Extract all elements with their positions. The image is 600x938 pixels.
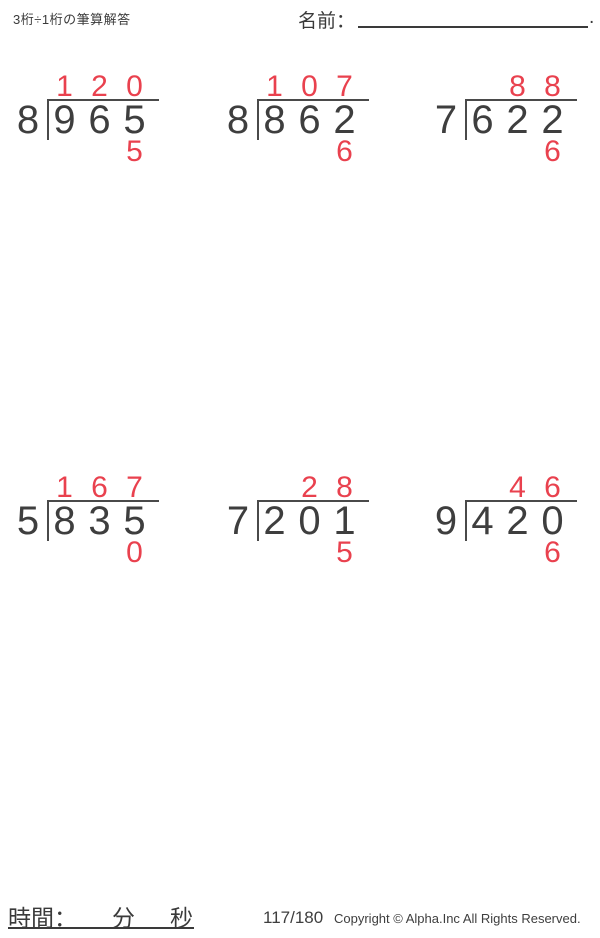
divisor-digit: 8 <box>16 98 40 142</box>
page-number: 117/180 <box>263 908 324 927</box>
quotient-digit: 1 <box>56 70 73 103</box>
dividend-row: 2 0 1 <box>257 499 362 543</box>
dividend-digit: 9 <box>53 98 76 142</box>
dividend-digit: 8 <box>53 499 76 543</box>
time-label: 時間： <box>8 905 77 931</box>
division-bracket-horizontal <box>465 99 577 101</box>
division-bracket-horizontal <box>47 99 159 101</box>
quotient-digit: 8 <box>336 471 353 504</box>
dividend-digit: 0 <box>541 499 564 543</box>
dividend-digit: 2 <box>263 499 286 543</box>
division-bracket-vertical <box>465 99 467 140</box>
quotient-row: 1 2 0 <box>47 70 152 103</box>
name-label: 名前： <box>298 11 356 32</box>
quotient-digit: 6 <box>544 471 561 504</box>
remainder-digit: 6 <box>544 536 561 569</box>
quotient-digit: 0 <box>126 70 143 103</box>
quotient-digit <box>465 474 500 502</box>
worksheet-title: 3桁÷1桁の筆算解答 <box>13 12 131 27</box>
quotient-digit <box>257 474 292 502</box>
division-problem: 1 2 0 8 9 6 5 5 <box>17 70 170 170</box>
divisor-digit: 7 <box>434 98 458 142</box>
division-bracket-vertical <box>47 99 49 140</box>
dividend-row: 4 2 0 <box>465 499 570 543</box>
divisor-digit: 5 <box>16 499 40 543</box>
dividend-digit: 6 <box>298 98 321 142</box>
name-line-period: . <box>589 7 595 28</box>
quotient-digit: 7 <box>336 70 353 103</box>
division-problem: 4 6 9 4 2 0 6 <box>435 471 588 571</box>
dividend-digit: 5 <box>123 499 146 543</box>
divisor-digit: 7 <box>226 499 250 543</box>
remainder-digit: 5 <box>126 135 143 168</box>
remainder-digit: 0 <box>126 536 143 569</box>
dividend-digit: 2 <box>333 98 356 142</box>
dividend-row: 8 6 2 <box>257 98 362 142</box>
dividend-digit: 1 <box>333 499 356 543</box>
remainder-digit: 6 <box>544 135 561 168</box>
division-bracket-horizontal <box>465 500 577 502</box>
quotient-digit <box>465 73 500 101</box>
division-bracket-horizontal <box>257 500 369 502</box>
quotient-digit: 1 <box>266 70 283 103</box>
dividend-digit: 2 <box>506 98 529 142</box>
quotient-row: 2 8 <box>257 471 362 504</box>
dividend-digit: 4 <box>471 499 494 543</box>
dividend-digit: 2 <box>541 98 564 142</box>
dividend-row: 9 6 5 <box>47 98 152 142</box>
quotient-digit: 8 <box>544 70 561 103</box>
dividend-row: 8 3 5 <box>47 499 152 543</box>
quotient-digit: 2 <box>91 70 108 103</box>
dividend-digit: 3 <box>88 499 111 543</box>
copyright-notice: Copyright © Alpha.Inc All Rights Reserve… <box>334 911 581 926</box>
dividend-digit: 5 <box>123 98 146 142</box>
dividend-digit: 8 <box>263 98 286 142</box>
remainder-digit: 6 <box>336 135 353 168</box>
remainder-digit: 5 <box>336 536 353 569</box>
quotient-row: 1 6 7 <box>47 471 152 504</box>
dividend-digit: 0 <box>298 499 321 543</box>
quotient-digit: 1 <box>56 471 73 504</box>
seconds-label: 秒 <box>170 905 193 931</box>
dividend-digit: 2 <box>506 499 529 543</box>
division-problem: 1 6 7 5 8 3 5 0 <box>17 471 170 571</box>
quotient-digit: 7 <box>126 471 143 504</box>
division-bracket-vertical <box>257 99 259 140</box>
division-bracket-horizontal <box>47 500 159 502</box>
division-problem: 1 0 7 8 8 6 2 6 <box>227 70 380 170</box>
dividend-digit: 6 <box>88 98 111 142</box>
quotient-digit: 0 <box>301 70 318 103</box>
quotient-row: 1 0 7 <box>257 70 362 103</box>
quotient-digit: 4 <box>509 471 526 504</box>
division-bracket-vertical <box>47 500 49 541</box>
quotient-digit: 6 <box>91 471 108 504</box>
quotient-digit: 8 <box>509 70 526 103</box>
minutes-label: 分 <box>112 905 135 931</box>
divisor-digit: 9 <box>434 499 458 543</box>
division-bracket-horizontal <box>257 99 369 101</box>
time-write-line <box>8 927 194 929</box>
quotient-row: 4 6 <box>465 471 570 504</box>
division-bracket-vertical <box>257 500 259 541</box>
quotient-digit: 2 <box>301 471 318 504</box>
dividend-row: 6 2 2 <box>465 98 570 142</box>
dividend-digit: 6 <box>471 98 494 142</box>
division-problem: 2 8 7 2 0 1 5 <box>227 471 380 571</box>
name-write-line <box>358 26 588 28</box>
division-bracket-vertical <box>465 500 467 541</box>
quotient-row: 8 8 <box>465 70 570 103</box>
division-problem: 8 8 7 6 2 2 6 <box>435 70 588 170</box>
divisor-digit: 8 <box>226 98 250 142</box>
